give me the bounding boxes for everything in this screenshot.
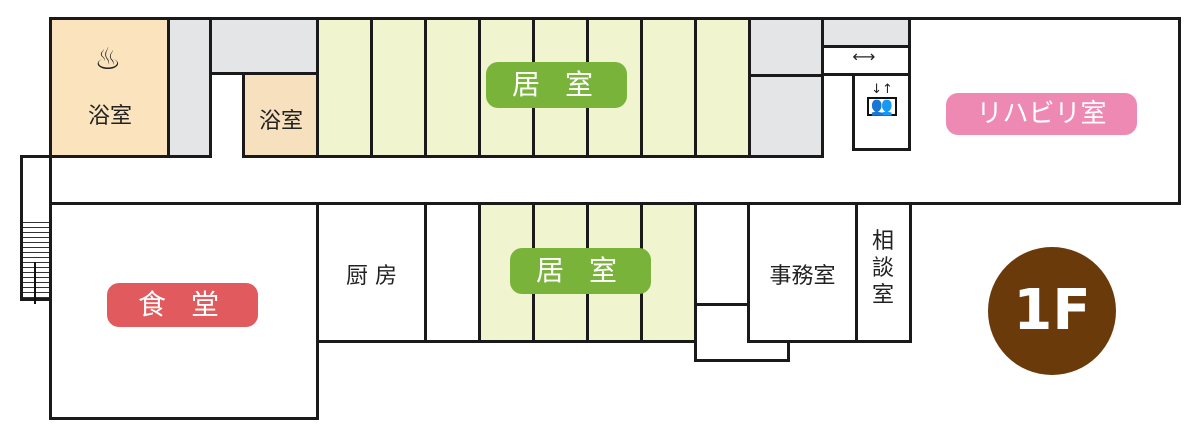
living-top-2	[370, 17, 427, 158]
bath-large-label: 浴室	[87, 104, 132, 129]
living-top-1	[316, 17, 373, 158]
bath-room-small	[242, 72, 319, 158]
living-bottom-label: 居 室	[510, 248, 651, 294]
consultation-room	[855, 202, 912, 343]
bath-icon: ♨	[94, 42, 122, 77]
kitchen-label: 厨 房	[346, 264, 397, 289]
floor-badge: 1F	[988, 247, 1116, 375]
corridor-lower	[424, 202, 482, 343]
living-top-3	[424, 17, 481, 158]
rehab-label: リハビリ室	[946, 93, 1137, 135]
storage-1	[167, 17, 212, 158]
living-top-7	[640, 17, 697, 158]
stairs-arrow-icon: ⟷	[852, 47, 876, 66]
stair-up-arrow-icon	[34, 262, 36, 304]
storage-3	[748, 17, 824, 77]
left-stairs	[20, 155, 52, 301]
living-top-label: 居 室	[486, 62, 627, 108]
consultation-label: 相談室	[871, 229, 894, 308]
storage-2	[209, 17, 319, 75]
living-top-8	[694, 17, 751, 158]
dining-label: 食 堂	[107, 283, 258, 327]
elevator-icon: ↓↑👥	[860, 82, 904, 116]
dining-divider-dashed	[52, 202, 317, 205]
corridor-mask	[52, 160, 317, 202]
elevator	[852, 73, 911, 151]
bath-room-large	[49, 17, 170, 158]
storage-4	[748, 74, 824, 158]
storage-5	[821, 17, 911, 48]
office-label: 事務室	[769, 264, 836, 289]
bath-small-label: 浴室	[258, 109, 303, 134]
